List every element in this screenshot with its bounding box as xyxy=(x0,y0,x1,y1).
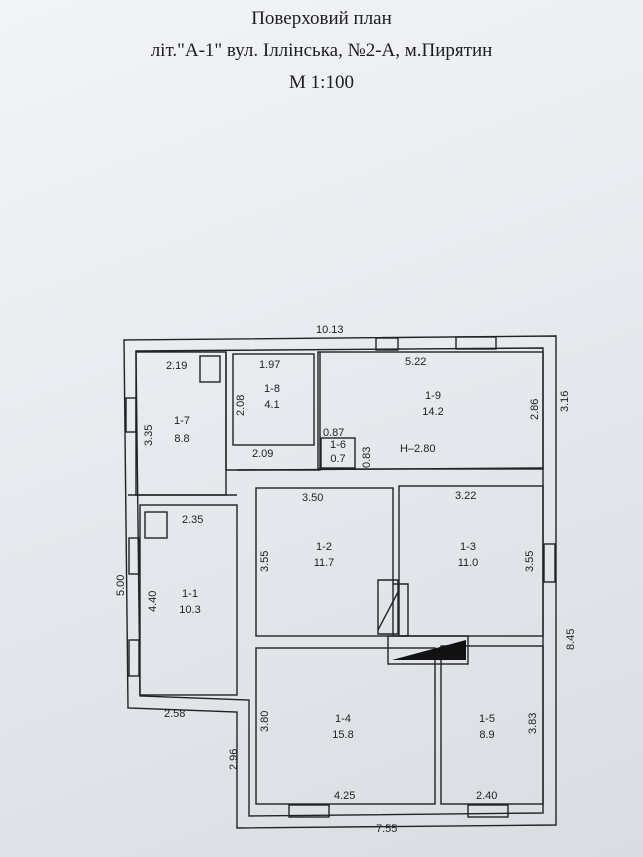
window xyxy=(467,804,509,818)
plan-title: Поверховий план xyxy=(251,8,392,29)
room-labels: 1-7 8.8 1-8 4.1 1-9 14.2 1-6 0.7 1-2 11.… xyxy=(174,383,495,741)
room-1-6-id: 1-6 xyxy=(330,439,346,451)
room-1-4-id: 1-4 xyxy=(335,713,351,725)
room-1-7-id: 1-7 xyxy=(174,415,190,427)
dim-overall-right: 8.45 xyxy=(565,629,577,650)
room-1-9-id: 1-9 xyxy=(425,390,441,402)
room-1-3-outline xyxy=(398,485,544,637)
dim-r13-h: 3.55 xyxy=(524,551,536,572)
dim-overall-top: 10.13 xyxy=(316,324,344,336)
appliance-1-1 xyxy=(144,511,168,539)
dim-r19-h: 2.86 xyxy=(529,399,541,420)
room-1-8-outline xyxy=(232,353,315,446)
dim-left-lower: 2.96 xyxy=(228,749,240,770)
window xyxy=(128,639,140,677)
window xyxy=(455,336,497,350)
plan-scale: М 1:100 xyxy=(289,72,354,93)
appliance-1-7 xyxy=(199,355,221,383)
room-1-4-outline xyxy=(255,647,436,805)
room-1-9-area: 14.2 xyxy=(422,406,443,418)
dim-r16-w: 0.87 xyxy=(323,427,344,439)
windows xyxy=(125,336,556,818)
dim-r11-h: 4.40 xyxy=(147,591,159,612)
stair-block xyxy=(393,583,409,637)
window xyxy=(288,804,330,818)
outer-walls xyxy=(123,335,557,829)
room-1-7-area: 8.8 xyxy=(174,433,189,445)
room-1-6-area: 0.7 xyxy=(330,453,345,465)
dim-r13-w: 3.22 xyxy=(455,490,476,502)
dim-overall-bottom: 7.55 xyxy=(376,823,397,835)
room-1-2-area: 11.7 xyxy=(314,557,335,569)
plan-address: літ."А-1" вул. Іллінська, №2-А, м.Пиряти… xyxy=(150,40,493,61)
dim-r14-w: 4.25 xyxy=(334,790,355,802)
dim-r11-w: 2.35 xyxy=(182,514,203,526)
dim-r15-h: 3.83 xyxy=(527,713,539,734)
dim-r16-h: 0.83 xyxy=(361,447,373,468)
room-1-8-area: 4.1 xyxy=(264,399,279,411)
window xyxy=(125,397,137,433)
dim-r19-w: 5.22 xyxy=(405,356,426,368)
room-1-2-outline xyxy=(255,487,394,637)
room-1-8-id: 1-8 xyxy=(264,383,280,395)
window xyxy=(375,337,399,351)
room-1-6-outline xyxy=(320,437,356,469)
dim-r15-w: 2.40 xyxy=(476,790,497,802)
window xyxy=(128,537,140,575)
stove-block xyxy=(387,635,469,665)
dim-right-upper: 3.16 xyxy=(559,391,571,412)
dim-r14-h: 3.80 xyxy=(259,711,271,732)
stove-mark xyxy=(392,640,466,660)
stair xyxy=(377,579,399,635)
room-1-1-id: 1-1 xyxy=(182,588,198,600)
outer-wall-inner xyxy=(135,347,544,817)
dim-bottom-left: 2.58 xyxy=(164,708,185,720)
dim-overall-left: 5.00 xyxy=(115,575,127,596)
room-1-1-outline xyxy=(139,504,238,696)
room-1-1-area: 10.3 xyxy=(179,604,200,616)
dim-r17-w: 2.19 xyxy=(166,360,187,372)
outer-wall-outer xyxy=(123,335,557,829)
window xyxy=(543,543,556,583)
room-1-5-id: 1-5 xyxy=(479,713,495,725)
room-1-3-id: 1-3 xyxy=(460,541,476,553)
room-1-5-area: 8.9 xyxy=(479,729,494,741)
stair-diagonal xyxy=(377,591,399,631)
room-1-4-area: 15.8 xyxy=(332,729,353,741)
room-1-3-area: 11.0 xyxy=(458,557,479,569)
dimension-labels: 10.13 7.55 5.00 8.45 3.16 2.96 2.58 2.19… xyxy=(115,324,577,835)
room-1-5-outline xyxy=(440,645,544,805)
middle-wall xyxy=(236,467,544,471)
dim-r17-h: 3.35 xyxy=(143,425,155,446)
dim-r19-height: Н–2.80 xyxy=(400,443,435,455)
dim-r12-w: 3.50 xyxy=(302,492,323,504)
dim-r18-bottom: 2.09 xyxy=(252,448,273,460)
dim-r12-h: 3.55 xyxy=(259,551,271,572)
dim-r18-w: 1.97 xyxy=(259,359,280,371)
room-1-2-id: 1-2 xyxy=(316,541,332,553)
dim-r18-h: 2.08 xyxy=(235,395,247,416)
